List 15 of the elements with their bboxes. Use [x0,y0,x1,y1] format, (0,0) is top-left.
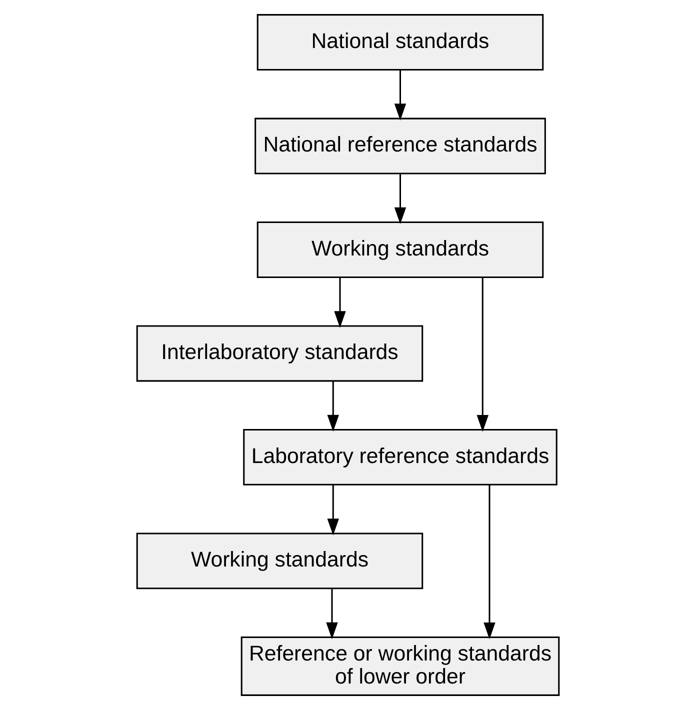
arrow [394,70,406,120]
arrow [334,278,346,328]
node-box: Laboratory reference standards [243,428,558,486]
arrow [394,174,406,224]
arrow [327,381,339,432]
arrow [484,484,496,640]
node-box: National standards [256,14,544,70]
arrow [327,485,339,536]
node-box: Reference or working standards of lower order [240,636,560,696]
node-box: National reference standards [254,118,546,174]
arrow [476,277,488,432]
arrow [326,588,338,640]
node-box: Interlaboratory standards [136,325,424,382]
node-box: Working standards [256,222,544,278]
node-box: Working standards [136,532,424,590]
